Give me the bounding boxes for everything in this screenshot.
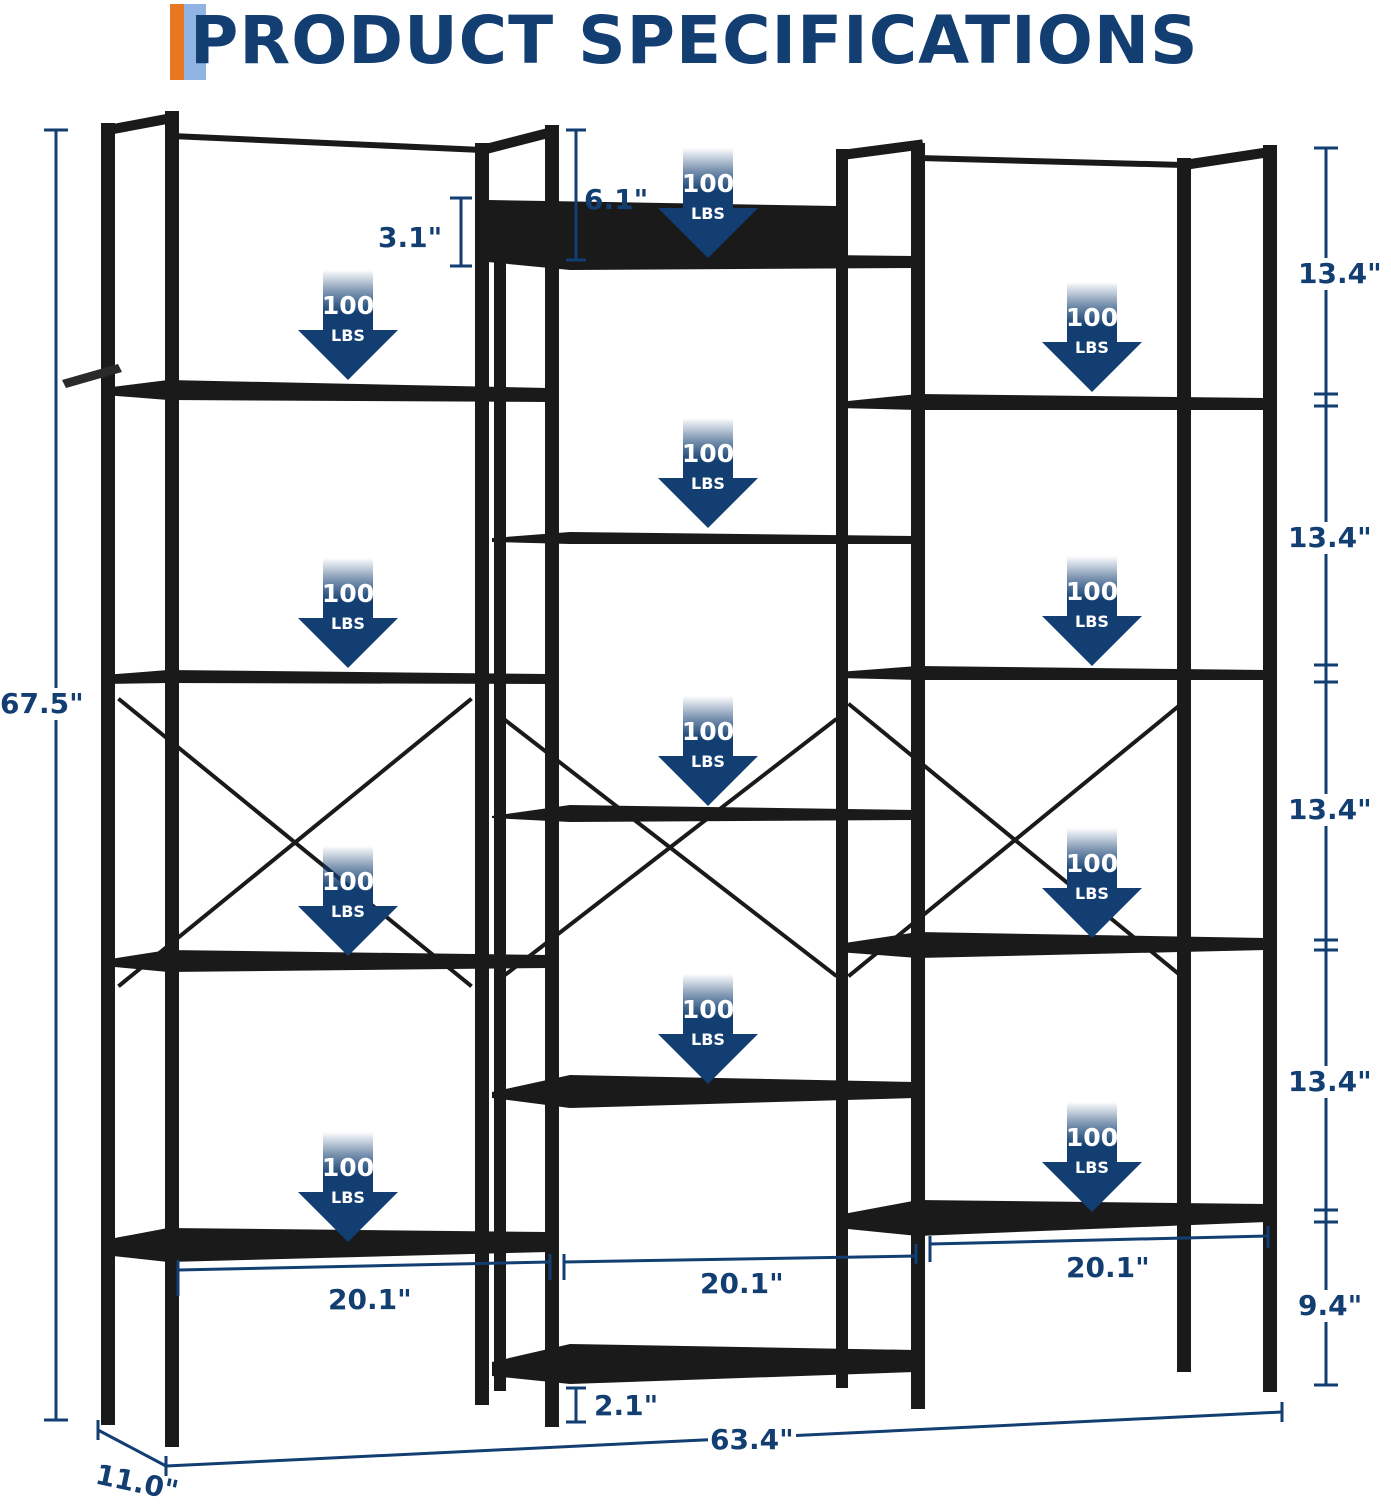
right-shelf-1	[838, 394, 1266, 410]
middle-width-label: 20.1"	[700, 1267, 784, 1300]
right-unit-top-rail	[914, 154, 1188, 169]
shelf-spacing-label-3: 13.4"	[1286, 793, 1374, 826]
weight-arrow-icon: 100 LBS	[1042, 282, 1142, 394]
left-unit-top-side-l	[102, 112, 178, 136]
weight-arrow-icon: 100 LBS	[298, 270, 398, 382]
middle-shelf-3	[492, 805, 915, 822]
right-unit-top-side-l	[836, 139, 924, 161]
middle-shelf-4	[492, 1075, 915, 1108]
weight-arrow-icon: 100 LBS	[298, 558, 398, 670]
bottom-clearance-middle-label: 2.1"	[594, 1389, 659, 1422]
left-width-dimension-line	[177, 1260, 551, 1272]
weight-arrow-icon: 100 LBS	[298, 846, 398, 958]
right-width-label: 20.1"	[1066, 1251, 1150, 1284]
total-height-label: 67.5"	[0, 687, 86, 720]
left-unit-top-rail	[168, 132, 486, 154]
hook-icon	[62, 364, 122, 388]
weight-arrow-icon: 100 LBS	[1042, 1102, 1142, 1214]
right-unit-top-side-r	[1178, 146, 1276, 171]
left-unit-brace-b	[117, 697, 473, 988]
middle-shelf-2	[492, 532, 915, 544]
depth-dimension-line	[97, 1428, 167, 1468]
right-shelf-3	[838, 932, 1266, 958]
weight-arrow-icon: 100 LBS	[298, 1132, 398, 1244]
weight-arrow-icon: 100 LBS	[658, 696, 758, 808]
left-shelf-4	[104, 1228, 548, 1262]
left-unit-top-side-r	[475, 125, 559, 157]
title-accent-orange	[170, 4, 184, 80]
weight-arrow-icon: 100 LBS	[658, 148, 758, 260]
total-width-label: 63.4"	[708, 1423, 796, 1456]
shelf-spacing-label-2: 13.4"	[1286, 521, 1374, 554]
title-accent-blue	[184, 4, 206, 80]
page-title: PRODUCT SPECIFICATIONS	[190, 2, 1199, 79]
middle-shelf-1	[488, 252, 915, 270]
weight-arrow-icon: 100 LBS	[658, 418, 758, 530]
right-shelf-4	[838, 1200, 1266, 1236]
title-banner: PRODUCT SPECIFICATIONS	[170, 0, 1270, 82]
top-panel-height-label: 3.1"	[378, 221, 443, 254]
bottom-clearance-right-label: 9.4"	[1296, 1289, 1365, 1322]
right-width-dimension-line	[929, 1234, 1269, 1246]
middle-width-dimension-line	[563, 1254, 917, 1264]
weight-arrow-icon: 100 LBS	[1042, 556, 1142, 668]
left-shelf-1	[104, 380, 548, 402]
left-shelf-2	[104, 670, 548, 684]
left-width-label: 20.1"	[328, 1283, 412, 1316]
weight-arrow-icon: 100 LBS	[658, 974, 758, 1086]
right-shelf-2	[838, 666, 1266, 680]
weight-arrow-icon: 100 LBS	[1042, 828, 1142, 940]
left-shelf-3	[104, 950, 548, 972]
shelf-spacing-label-4: 13.4"	[1286, 1065, 1374, 1098]
shelf-spacing-label-1: 13.4"	[1296, 257, 1384, 290]
top-gap-label: 6.1"	[584, 183, 649, 216]
right-unit-brace-b	[847, 702, 1183, 978]
middle-unit-brace-b	[502, 717, 838, 978]
middle-shelf-5	[492, 1344, 915, 1384]
